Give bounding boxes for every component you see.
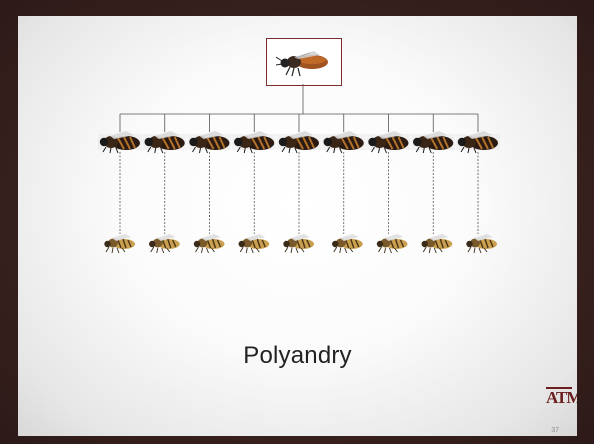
drone-bee-icon bbox=[456, 131, 500, 153]
worker-bee-icon bbox=[149, 234, 180, 253]
logo-bar bbox=[546, 387, 572, 389]
drone-bee-icon bbox=[188, 131, 232, 153]
university-logo: ATM bbox=[546, 384, 572, 412]
worker-bee-icon bbox=[283, 234, 314, 253]
slide-number: 37 bbox=[551, 427, 559, 434]
worker-bee-icon bbox=[466, 234, 497, 253]
drone-bee-icon bbox=[322, 131, 366, 153]
worker-bee-icon bbox=[239, 234, 270, 253]
worker-bee-icon bbox=[104, 234, 135, 253]
worker-bee-icon bbox=[422, 234, 453, 253]
worker-bee-icon bbox=[377, 234, 408, 253]
drone-bee-icon bbox=[98, 131, 142, 153]
drone-bee-icon bbox=[143, 131, 187, 153]
drone-bee-icon bbox=[411, 131, 455, 153]
slide: Polyandry ATM 37 bbox=[18, 16, 577, 436]
drone-bee-icon bbox=[232, 131, 276, 153]
worker-bee-icon bbox=[332, 234, 363, 253]
drone-bee-icon bbox=[277, 131, 321, 153]
slide-title: Polyandry bbox=[18, 342, 577, 370]
worker-bee-icon bbox=[194, 234, 225, 253]
logo-text: ATM bbox=[546, 388, 577, 407]
polyandry-diagram bbox=[18, 16, 577, 436]
drone-bee-icon bbox=[367, 131, 411, 153]
